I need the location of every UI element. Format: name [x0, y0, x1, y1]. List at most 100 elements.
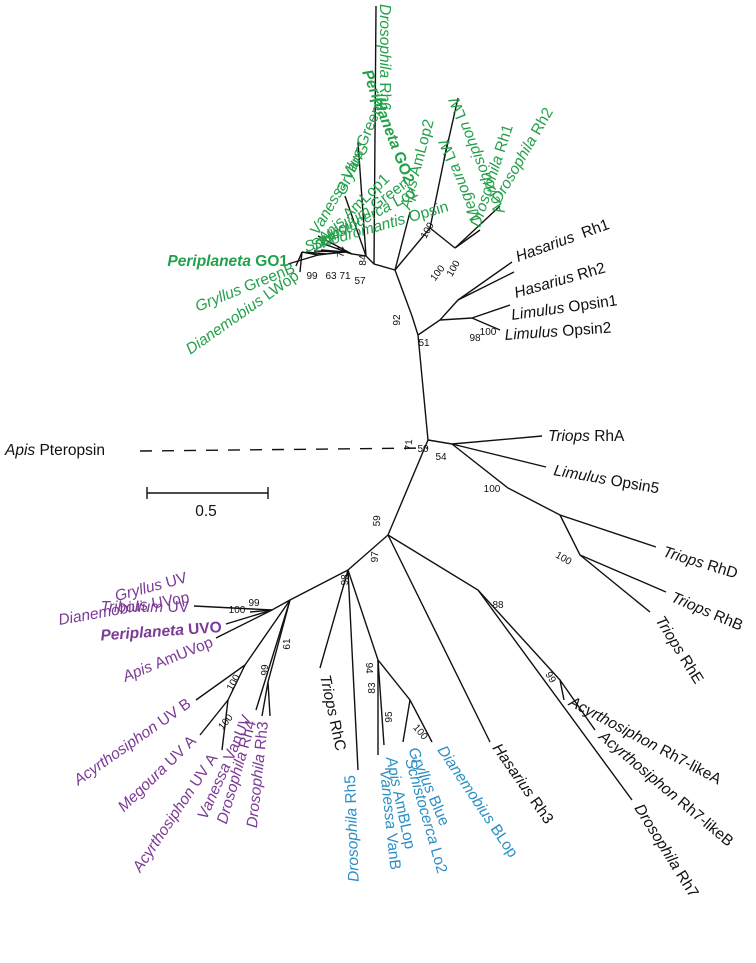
branch-pteropsin	[139, 447, 429, 452]
taxon-genus: Apis	[4, 442, 35, 459]
taxon-opsin-name: UV	[160, 569, 190, 592]
branch-tip-triops-rhe	[579, 554, 651, 613]
branch-tip-drosophila-rh3	[267, 681, 271, 717]
taxon-genus: Triops	[316, 673, 341, 718]
branch-tip-hasarius-rh1	[457, 261, 513, 301]
taxon-opsin-name: Rh3	[524, 791, 557, 828]
branch-tip-gryllus-greenb	[295, 251, 303, 267]
taxon-genus: Drosophila	[631, 801, 685, 873]
branch-tip-periplaneta-uvo	[225, 609, 273, 625]
taxon-label-t23: Triops RhD	[661, 544, 740, 583]
taxon-label-t21: Triops RhA	[548, 428, 625, 445]
bootstrap-value-b22: 98	[340, 574, 351, 586]
taxon-label-t8: Periplaneta GO1	[167, 253, 288, 270]
bootstrap-value-b11: 71	[339, 271, 351, 282]
taxon-opsin-name: Rh2	[571, 260, 607, 285]
taxon-genus: Apis	[382, 754, 405, 788]
bootstrap-value-b25: 95	[384, 711, 395, 723]
taxon-genus: Hasarius	[489, 741, 538, 801]
tree-branches	[139, 5, 667, 801]
bootstrap-value-b0: 100	[419, 220, 437, 240]
bootstrap-value-b19: 97	[370, 551, 381, 563]
branch-tip-drosophila-rh2	[454, 205, 501, 249]
taxon-opsin-name: RhB	[707, 605, 745, 634]
taxon-genus: Vanessa	[376, 769, 399, 831]
bootstrap-value-b18: 59	[372, 515, 383, 527]
bootstrap-value-b14: 50	[417, 444, 429, 455]
taxon-label-t35: Drosophila Rh5	[342, 775, 363, 882]
taxon-opsin-name: Opsin5	[605, 471, 661, 497]
taxon-label-t36: Triops RhC	[316, 673, 349, 752]
taxon-genus: Triops	[668, 589, 713, 621]
bootstrap-value-b31: 99	[248, 598, 260, 609]
bootstrap-value-b17: 100	[553, 550, 573, 568]
branch-limulus	[439, 317, 473, 321]
taxon-label-t16: Hasarius Rh1	[514, 216, 612, 266]
taxon-label-t34: Vanessa VanB	[376, 769, 403, 871]
bootstrap-value-b13: 71	[404, 439, 415, 451]
taxon-opsin-name: AmLop2	[405, 118, 437, 182]
taxon-genus: Periplaneta	[100, 622, 185, 645]
taxon-label-t20: Apis Pteropsin	[4, 442, 105, 459]
bootstrap-value-b29: 61	[282, 638, 293, 650]
branch-lw-insects	[301, 251, 396, 271]
branch-tip-gryllus-greena	[344, 195, 367, 257]
branch-tip-tribolium-uv	[193, 605, 273, 611]
taxon-opsin-name: GO1	[251, 253, 288, 270]
bootstrap-value-b24: 83	[367, 682, 378, 694]
bootstrap-value-b2: 100	[480, 327, 497, 338]
taxon-genus: Megoura	[115, 761, 171, 816]
branch-backbone	[347, 334, 429, 571]
scale-bar: 0.5	[146, 487, 269, 520]
bootstrap-value-b1: 98	[469, 333, 481, 344]
taxon-label-t0: Drosophila Rh6	[376, 4, 393, 111]
branch-tip-apis-amuvop	[215, 609, 273, 639]
bootstrap-value-b10: 63	[325, 271, 337, 282]
taxon-label-t24: Triops RhB	[668, 589, 745, 634]
bootstrap-value-b9: 99	[306, 271, 318, 282]
taxon-genus: Triops	[661, 544, 706, 573]
taxon-label-t19: Limulus Opsin2	[504, 320, 612, 344]
branch-tip-drosophila-rh5	[347, 569, 359, 771]
branch-tip-vanessa-vanuv	[255, 599, 291, 711]
taxon-opsin-name: Opsin1	[563, 292, 618, 316]
branch-tip-vanessa-vang	[317, 235, 353, 255]
bootstrap-value-b15: 54	[435, 452, 447, 463]
branch-tip-periplaneta-go2	[357, 141, 367, 257]
branch-tip-acyrthosiphon-rh7b	[559, 679, 596, 731]
branch-tip-acyrthosiphon-uva	[221, 699, 229, 751]
taxon-label-t39: Tribolium UV	[101, 599, 190, 616]
taxon-opsin-name: Pteropsin	[35, 442, 105, 459]
bootstrap-value-b23: 94	[363, 662, 374, 674]
taxon-opsin-name: Opsin2	[557, 320, 611, 341]
branch-triops-be	[559, 514, 667, 593]
branch-tip-drosophila-rh6	[373, 5, 377, 265]
bootstrap-value-b7: 84	[358, 254, 369, 266]
bootstrap-value-b8: 74	[336, 246, 347, 258]
taxon-label-t22: Limulus Opsin5	[552, 462, 660, 497]
branch-lw-outer-clade	[394, 269, 419, 336]
branch-tip-schistocerca-lo1	[313, 250, 346, 253]
branch-rh7	[387, 534, 565, 701]
branch-tip-periplaneta-go1	[287, 254, 319, 265]
taxon-genus: Triops	[548, 428, 590, 445]
taxon-opsin-name: Rh2	[526, 105, 557, 142]
bootstrap-value-b20: 88	[492, 600, 504, 611]
taxon-opsin-name: Rh5	[342, 775, 360, 808]
taxon-opsin-name: VanB	[382, 828, 403, 871]
taxon-genus: Limulus	[504, 323, 559, 344]
bootstrap-value-b6: 92	[392, 314, 403, 326]
taxon-genus: Tribolium	[101, 599, 164, 616]
taxon-label-t25: Triops RhE	[652, 613, 707, 687]
taxon-opsin-name: Lo2	[426, 842, 451, 876]
branch-uv	[249, 569, 349, 613]
taxon-genus: Periplaneta	[167, 253, 251, 270]
taxon-opsin-name: RhD	[701, 556, 740, 583]
taxon-opsin-name: Rh3	[252, 721, 272, 755]
taxon-genus: Hasarius	[512, 269, 576, 302]
taxon-opsin-name: Rh7-likeB	[671, 791, 737, 850]
branch-tip-schistocerca-lo2	[402, 699, 411, 743]
taxon-genus: Drosophila	[376, 4, 393, 78]
taxon-opsin-name: UVO	[183, 619, 222, 639]
